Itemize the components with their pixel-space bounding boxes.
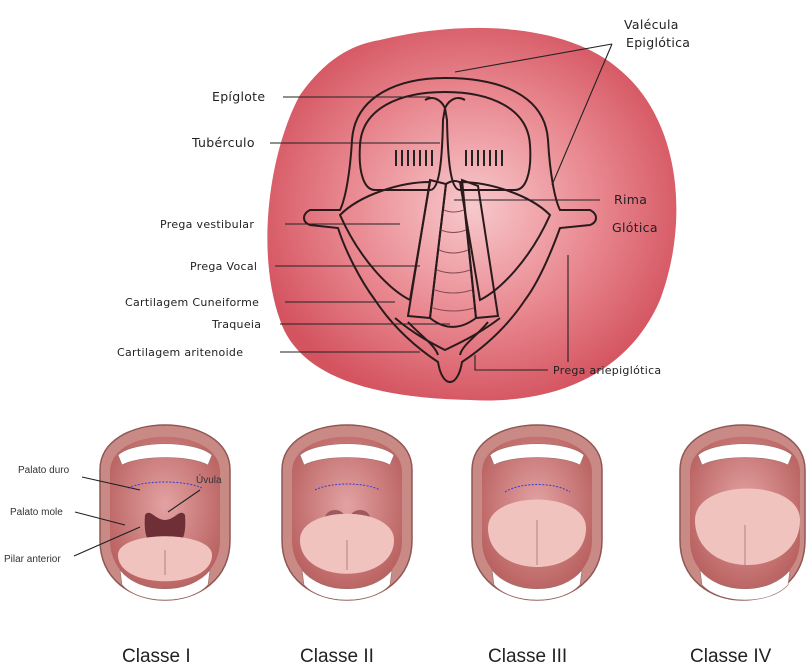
label-palato-duro: Palato duro	[18, 465, 70, 476]
label-uvula: Úvula	[196, 473, 222, 486]
mouth-classe-3	[472, 425, 602, 600]
label-rima: Rima	[614, 192, 647, 207]
caption-classe-4: Classe IV	[690, 646, 772, 666]
mouth-classe-1	[100, 425, 230, 600]
label-pilar-anterior: Pilar anterior	[4, 554, 61, 565]
label-cartilagem-cuneiforme: Cartilagem Cuneiforme	[125, 296, 259, 309]
label-palato-mole: Palato mole	[10, 507, 63, 518]
label-valecula-1: Valécula	[624, 17, 679, 32]
caption-classe-3: Classe III	[488, 646, 567, 666]
label-epiglote: Epíglote	[212, 89, 265, 104]
mouth-classe-4	[680, 425, 805, 600]
label-tuberculo: Tubérculo	[191, 135, 255, 150]
mucosa-background	[267, 28, 676, 401]
label-cartilagem-aritenoide: Cartilagem aritenoide	[117, 346, 243, 359]
caption-classe-2: Classe II	[300, 646, 374, 666]
label-valecula-2: Epiglótica	[626, 35, 690, 50]
label-prega-vestibular: Prega vestibular	[160, 218, 254, 231]
label-traqueia: Traqueia	[211, 318, 261, 331]
caption-classe-1: Classe I	[122, 646, 191, 666]
mouth-classe-2	[282, 425, 412, 600]
label-prega-ariepiglotica: Prega ariepiglótica	[553, 364, 661, 377]
class-captions: Classe I Classe II Classe III Classe IV	[122, 646, 772, 666]
label-prega-vocal: Prega Vocal	[190, 260, 257, 273]
label-glotica: Glótica	[612, 220, 658, 235]
larynx-illustration	[267, 28, 676, 401]
